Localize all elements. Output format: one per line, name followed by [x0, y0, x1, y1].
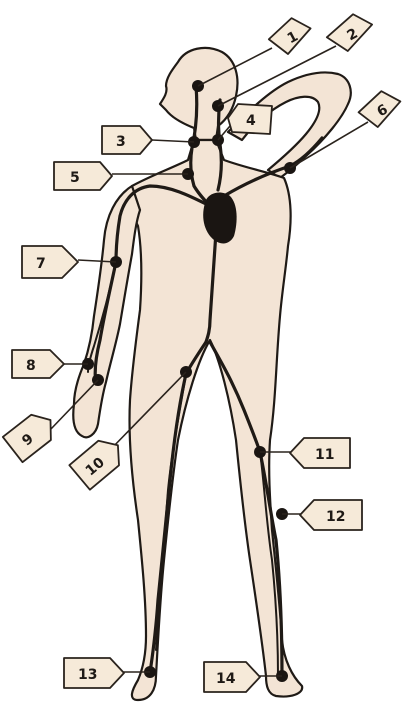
callout-label-11: 11	[315, 447, 334, 463]
callout-label-4: 4	[246, 113, 256, 129]
callout-tag-1: 1	[265, 12, 316, 58]
callout-tag-8: 8	[12, 350, 64, 378]
callout-tag-10: 10	[69, 433, 128, 490]
callout-tag-5: 5	[54, 162, 112, 190]
callout-tag-4: 4	[228, 104, 272, 134]
callout-label-13: 13	[78, 667, 97, 683]
callout-tag-12: 12	[300, 500, 362, 530]
callout-tag-14: 14	[204, 662, 260, 692]
callout-label-14: 14	[216, 671, 236, 687]
callout-label-12: 12	[326, 509, 345, 525]
callout-tag-13: 13	[64, 658, 124, 688]
callout-label-7: 7	[36, 256, 46, 272]
callout-tag-11: 11	[290, 438, 350, 468]
callout-tag-7: 7	[22, 246, 78, 278]
callout-tag-9: 9	[3, 407, 61, 462]
leader-3	[152, 140, 194, 142]
callout-label-3: 3	[116, 134, 126, 150]
head	[160, 48, 237, 140]
callout-tag-3: 3	[102, 126, 152, 154]
callout-tag-2: 2	[323, 9, 378, 57]
callout-label-5: 5	[70, 170, 80, 186]
callout-label-8: 8	[26, 358, 36, 374]
